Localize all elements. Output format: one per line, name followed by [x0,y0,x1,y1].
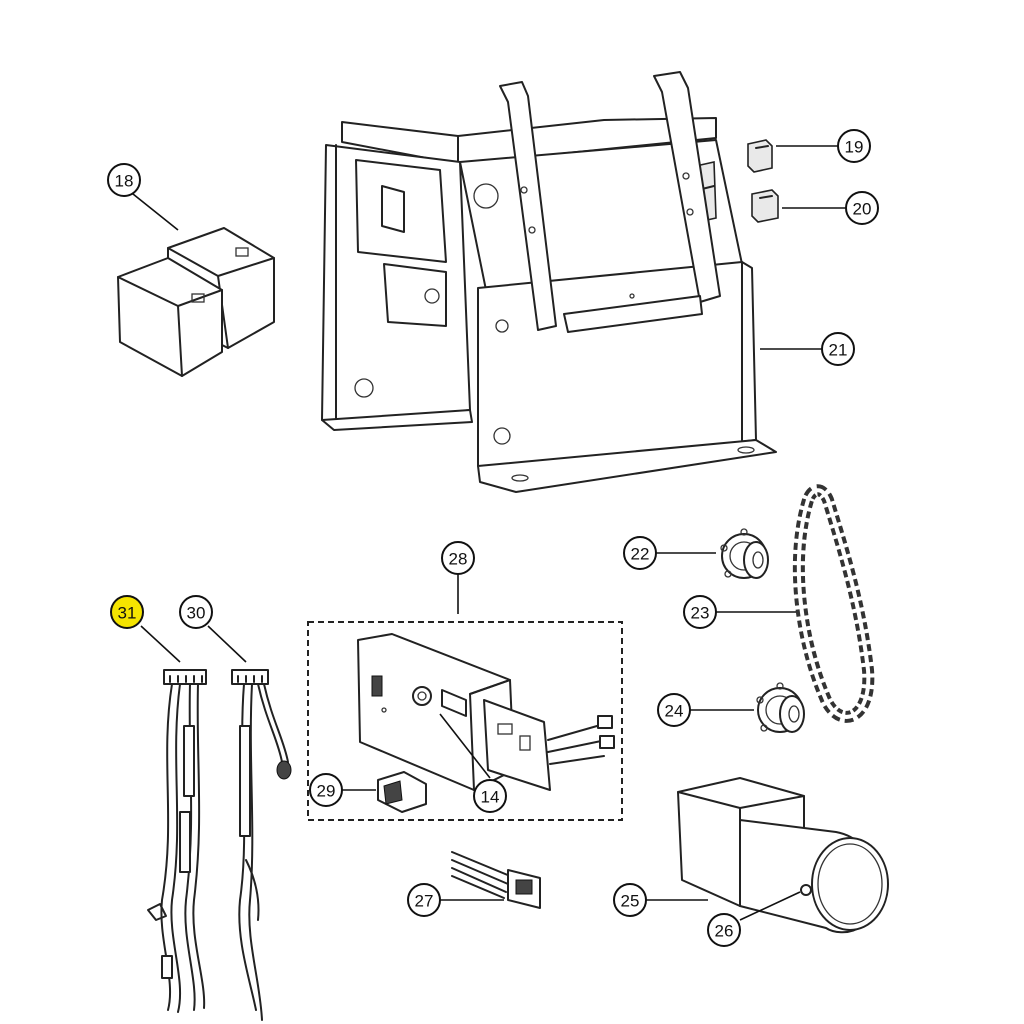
part-28-control-box [357,633,615,791]
callout-27: 27 [407,883,441,917]
part-18-batteries [117,227,275,377]
callout-25-label: 25 [621,892,640,911]
callout-20-label: 20 [853,200,872,219]
callout-21-label: 21 [829,341,848,360]
part-22-sprocket [720,528,769,579]
callout-22: 22 [623,536,657,570]
part-24-sprocket [756,682,805,733]
part-29-switch [377,771,427,813]
callout-18: 18 [107,163,141,197]
part-21-frame-assembly [321,71,777,493]
part-20-clip [751,189,779,223]
callout-20: 20 [845,191,879,225]
callout-24-label: 24 [665,702,684,721]
part-30-harness [231,669,292,1021]
callout-14: 14 [473,779,507,813]
callout-18-label: 18 [115,172,134,191]
callout-23: 23 [683,595,717,629]
callout-28-label: 28 [449,550,468,569]
callout-23-label: 23 [691,604,710,623]
callout-29: 29 [309,773,343,807]
callout-31-label: 31 [118,604,137,623]
callout-19: 19 [837,129,871,163]
callout-22-label: 22 [631,545,650,564]
part-27-connector [451,851,541,909]
callout-25: 25 [613,883,647,917]
callout-30-label: 30 [187,604,206,623]
callout-24: 24 [657,693,691,727]
part-31-harness [147,669,207,1013]
callout-21: 21 [821,332,855,366]
callout-26: 26 [707,913,741,947]
callout-28: 28 [441,541,475,575]
callout-31: 31 [110,595,144,629]
part-28-dashed-group [307,621,623,821]
callout-19-label: 19 [845,138,864,157]
callout-14-label: 14 [481,788,500,807]
callout-26-label: 26 [715,922,734,941]
part-25-motor [677,777,889,934]
callout-30: 30 [179,595,213,629]
part-26-shaft [800,884,812,896]
part-23-chain [792,484,875,723]
part-19-clip [747,139,773,173]
callout-27-label: 27 [415,892,434,911]
leader-lines [132,145,846,921]
callout-29-label: 29 [317,782,336,801]
